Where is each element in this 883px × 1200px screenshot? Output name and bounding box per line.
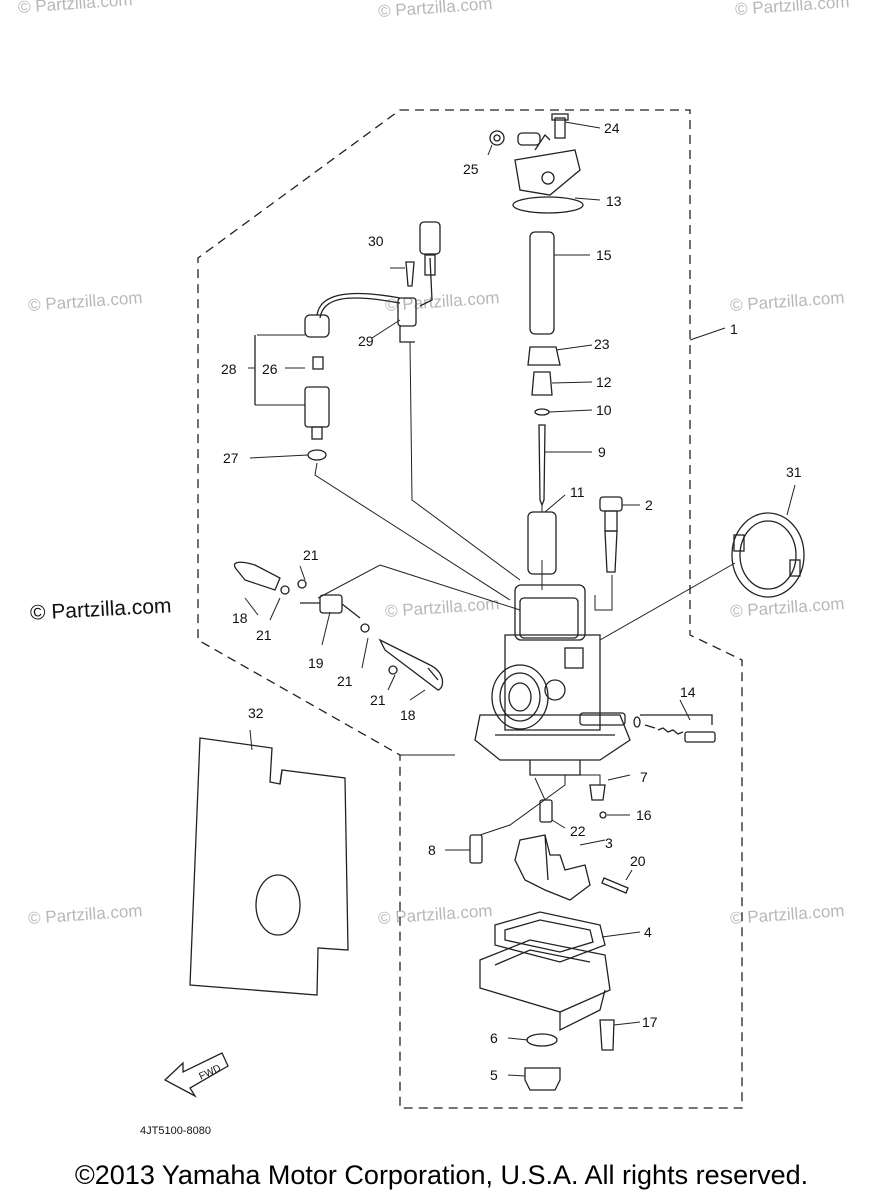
leader-lines bbox=[244, 121, 796, 1077]
callout-29: 29 bbox=[358, 333, 374, 349]
callout-17: 17 bbox=[642, 1014, 658, 1030]
callout-4: 4 bbox=[644, 924, 652, 940]
callout-23: 23 bbox=[594, 336, 610, 352]
callout-31: 31 bbox=[786, 464, 802, 480]
starter-plunger bbox=[254, 292, 401, 461]
bowl-screw bbox=[599, 1019, 615, 1051]
needle-valve bbox=[589, 784, 606, 801]
callout-18b: 18 bbox=[400, 707, 416, 723]
callout-21c: 21 bbox=[337, 673, 353, 689]
ring bbox=[731, 512, 805, 598]
clip-16 bbox=[599, 811, 607, 819]
float-bowl bbox=[479, 911, 611, 1032]
callout-8: 8 bbox=[428, 842, 436, 858]
callout-16: 16 bbox=[636, 807, 652, 823]
holder bbox=[527, 346, 561, 366]
callout-6: 6 bbox=[490, 1030, 498, 1046]
pilot-screw-set bbox=[633, 714, 716, 743]
callout-32: 32 bbox=[248, 705, 264, 721]
callout-11: 11 bbox=[570, 484, 585, 500]
callout-labels: 1 2 3 4 5 6 7 8 9 10 11 12 13 14 15 16 1… bbox=[221, 120, 802, 1083]
o-ring bbox=[526, 1033, 558, 1047]
callout-26: 26 bbox=[262, 361, 278, 377]
callout-9: 9 bbox=[598, 444, 606, 460]
callout-2: 2 bbox=[645, 497, 653, 513]
callout-10: 10 bbox=[596, 402, 612, 418]
callout-21d: 21 bbox=[370, 692, 386, 708]
filter-element bbox=[189, 737, 349, 996]
fwd-label: FWD bbox=[197, 1063, 222, 1083]
callout-13: 13 bbox=[606, 193, 622, 209]
callout-19: 19 bbox=[308, 655, 324, 671]
pilot-jet bbox=[469, 834, 483, 864]
callout-25: 25 bbox=[463, 161, 479, 177]
float bbox=[514, 834, 591, 901]
diagram-code: 4JT5100-8080 bbox=[140, 1125, 211, 1137]
callout-5: 5 bbox=[490, 1067, 498, 1083]
callout-7: 7 bbox=[640, 769, 648, 785]
tube bbox=[529, 231, 555, 335]
callout-30: 30 bbox=[368, 233, 384, 249]
callout-22: 22 bbox=[570, 823, 586, 839]
drain-plug bbox=[524, 1067, 561, 1091]
callout-12: 12 bbox=[596, 374, 612, 390]
jet-needle bbox=[538, 424, 546, 507]
hoses bbox=[233, 561, 444, 691]
top-cap bbox=[489, 113, 584, 214]
float-pin bbox=[601, 877, 629, 894]
main-jet bbox=[539, 799, 553, 823]
callout-28: 28 bbox=[221, 361, 237, 377]
starter-cable bbox=[397, 221, 441, 343]
callout-24: 24 bbox=[604, 120, 620, 136]
throttle-stop-screw bbox=[599, 496, 623, 573]
callout-15: 15 bbox=[596, 247, 612, 263]
callout-1: 1 bbox=[730, 321, 738, 337]
clip bbox=[534, 408, 550, 416]
fwd-arrow-icon bbox=[163, 1052, 229, 1098]
carburetor-body bbox=[474, 584, 631, 776]
callout-14: 14 bbox=[680, 684, 696, 700]
assembly-outline bbox=[197, 109, 743, 1109]
callout-20: 20 bbox=[630, 853, 646, 869]
callout-3: 3 bbox=[605, 835, 613, 851]
callout-21a: 21 bbox=[303, 547, 319, 563]
needle-holder bbox=[531, 371, 553, 396]
callout-18a: 18 bbox=[232, 610, 248, 626]
callout-21b: 21 bbox=[256, 627, 272, 643]
callout-27: 27 bbox=[223, 450, 239, 466]
copyright-notice: ©2013 Yamaha Motor Corporation, U.S.A. A… bbox=[74, 1160, 809, 1190]
